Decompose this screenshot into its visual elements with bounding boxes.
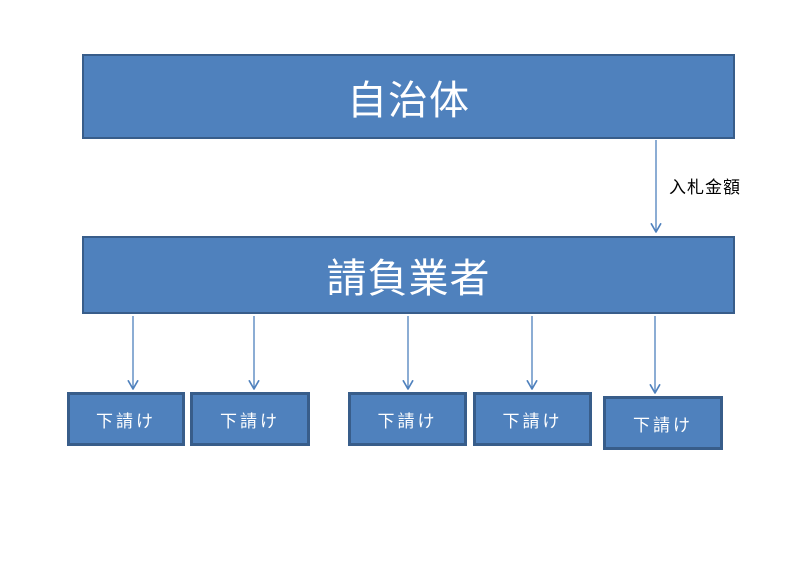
node-subcontractor-4-label: 下請け — [502, 411, 563, 431]
node-municipality: 自治体 — [82, 54, 735, 139]
node-subcontractor-5: 下請け — [603, 396, 723, 450]
node-subcontractor-1-label: 下請け — [96, 411, 156, 431]
node-municipality-label: 自治体 — [347, 78, 470, 123]
node-subcontractor-1: 下請け — [67, 392, 185, 446]
node-subcontractor-3-label: 下請け — [377, 411, 438, 431]
bid-amount-label: 入札金額 — [669, 178, 741, 197]
node-subcontractor-2: 下請け — [190, 392, 310, 446]
node-subcontractor-5-label: 下請け — [633, 415, 693, 435]
node-contractor-label: 請負業者 — [326, 257, 491, 301]
node-subcontractor-3: 下請け — [348, 392, 467, 446]
node-subcontractor-2-label: 下請け — [220, 411, 280, 431]
node-subcontractor-4: 下請け — [473, 392, 592, 446]
node-contractor: 請負業者 — [82, 236, 735, 314]
